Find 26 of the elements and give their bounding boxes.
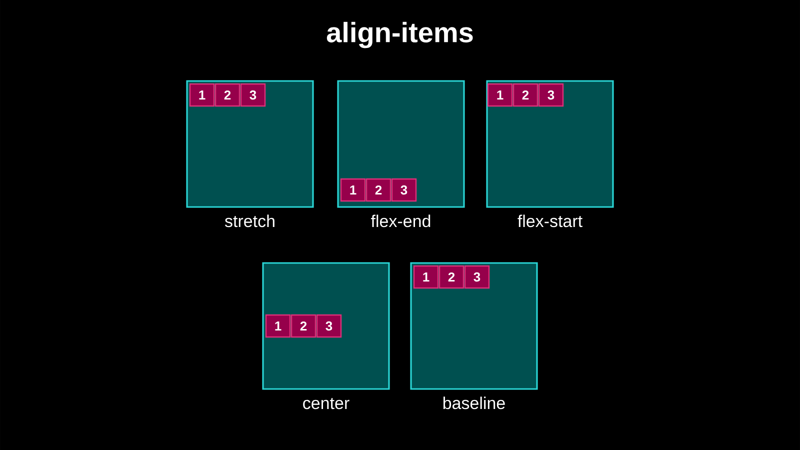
flex-container — [337, 80, 465, 208]
flex-item: 2 — [290, 314, 316, 338]
flex-item: 1 — [189, 83, 215, 107]
flex-item: 3 — [538, 83, 564, 107]
flex-item: 2 — [512, 83, 538, 107]
flex-item: 1 — [413, 265, 439, 289]
flex-item: 3 — [316, 314, 342, 338]
flex-item: 3 — [464, 265, 490, 289]
container-label: stretch — [224, 214, 274, 228]
flex-container — [410, 262, 538, 390]
flex-container — [486, 80, 614, 208]
flex-item: 2 — [214, 83, 240, 107]
container-label: flex-end — [371, 214, 430, 228]
flex-item: 2 — [438, 265, 464, 289]
flex-item: 1 — [340, 178, 366, 202]
container-label: center — [303, 398, 350, 410]
flex-container — [262, 262, 390, 390]
title: align-items — [326, 22, 473, 48]
container-label: flex-start — [518, 214, 582, 228]
flex-item: 3 — [240, 83, 266, 107]
flex-item: 2 — [366, 178, 392, 202]
flex-item: 3 — [391, 178, 417, 202]
flex-item: 1 — [265, 314, 291, 338]
container-label: baseline — [443, 396, 505, 410]
flex-container — [186, 80, 314, 208]
flex-item: 1 — [487, 83, 513, 107]
